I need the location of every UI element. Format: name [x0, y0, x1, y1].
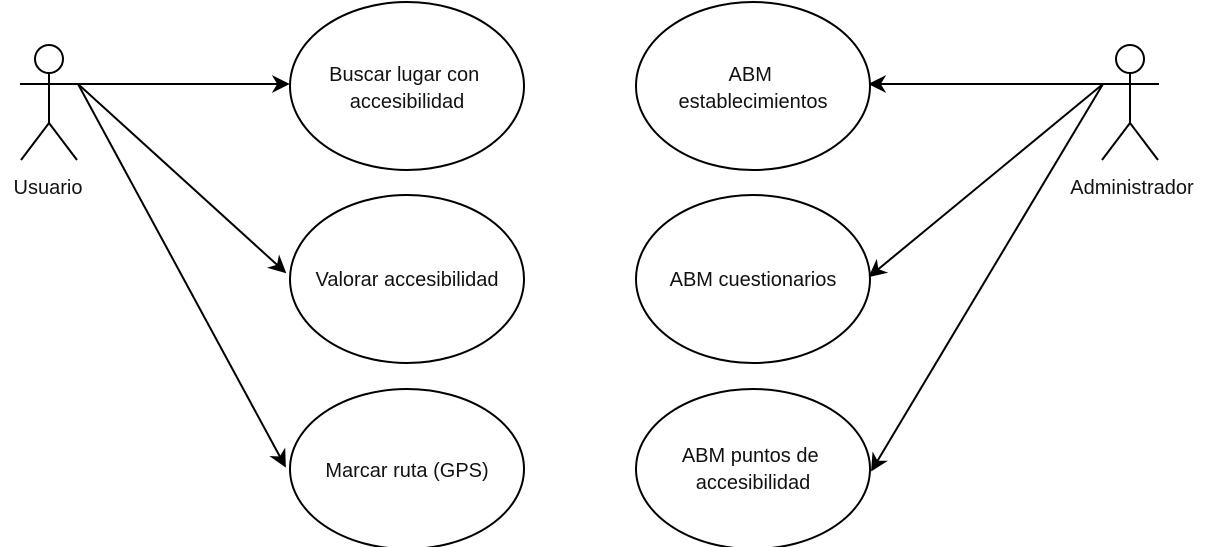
assoc-admin-abm-cuest: [868, 83, 1104, 278]
usecase-abm-est-label: ABM establecimientos: [679, 64, 828, 113]
usecase-abm-cuest-label: ABM cuestionarios: [670, 269, 837, 291]
assoc-admin-abm-puntos: [871, 83, 1104, 472]
usecase-valorar-label: Valorar accesibilidad: [315, 269, 498, 291]
assoc-user-marcar: [77, 83, 286, 468]
actor-usuario: [20, 44, 78, 161]
usecase-marcar-label: Marcar ruta (GPS): [325, 460, 488, 482]
usecase-abm-puntos-label: ABM puntos de accesibilidad: [682, 445, 824, 494]
usecase-buscar-label: Buscar lugar con accesibilidad: [329, 64, 485, 113]
usecase-buscar-ellipse: [289, 1, 525, 171]
actor-administrador-label: Administrador: [1070, 177, 1194, 199]
actor-usuario-label: Usuario: [14, 177, 83, 199]
usecase-abm-puntos-ellipse: [635, 388, 871, 547]
usecase-abm-est-ellipse: [635, 1, 871, 171]
assoc-user-valorar: [77, 83, 287, 274]
usecase-valorar-ellipse: [289, 194, 525, 364]
usecase-marcar-ellipse: [289, 388, 525, 547]
actor-administrador: [1101, 44, 1159, 161]
usecase-abm-cuest-ellipse: [635, 194, 871, 364]
